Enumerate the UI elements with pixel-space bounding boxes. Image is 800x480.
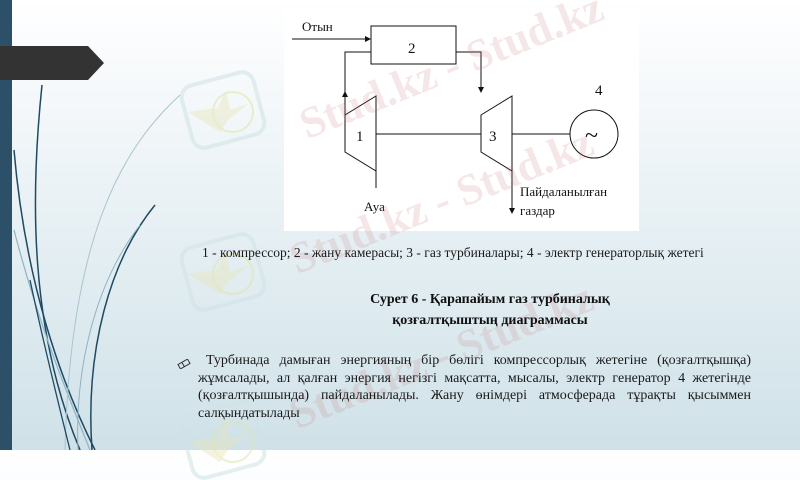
- caption-line2: қозғалтқыштың диаграммасы: [392, 313, 588, 328]
- combustion-chamber-box: [370, 25, 457, 65]
- watermark-logo-icon: [179, 70, 267, 150]
- generator-number: 4: [595, 83, 603, 99]
- left-accent-bar: [0, 0, 12, 450]
- exhaust-label-line1: Пайдаланылған: [520, 184, 607, 199]
- figure-caption: Сурет 6 - Қарапайым газ турбиналық қозға…: [300, 289, 680, 331]
- combustion-chamber-number: 2: [408, 41, 416, 57]
- exhaust-label-line2: газдар: [520, 203, 555, 218]
- caption-line1: Сурет 6 - Қарапайым газ турбиналық: [370, 292, 610, 307]
- turbine-shape: [480, 95, 513, 172]
- eraser-bullet-icon: [177, 359, 191, 369]
- title-arrow-tab: [0, 46, 104, 80]
- turbine-number: 3: [489, 129, 497, 145]
- gas-turbine-diagram: Отын 2 1 Ауа 3 Пайдаланылған газдар ~ 4: [284, 8, 639, 231]
- generator-circle: [569, 109, 619, 159]
- air-label: Ауа: [364, 199, 385, 214]
- generator-symbol: ~: [585, 123, 598, 149]
- fuel-label: Отын: [302, 19, 333, 34]
- compressor-number: 1: [356, 129, 364, 145]
- bullet-paragraph: Турбинада дамыған энергияның бір бөлігі …: [198, 353, 751, 421]
- diagram-svg: Отын 2 1 Ауа 3 Пайдаланылған газдар ~ 4: [292, 19, 619, 218]
- diagram-legend: 1 - компрессор; 2 - жану камерасы; 3 - г…: [202, 245, 704, 260]
